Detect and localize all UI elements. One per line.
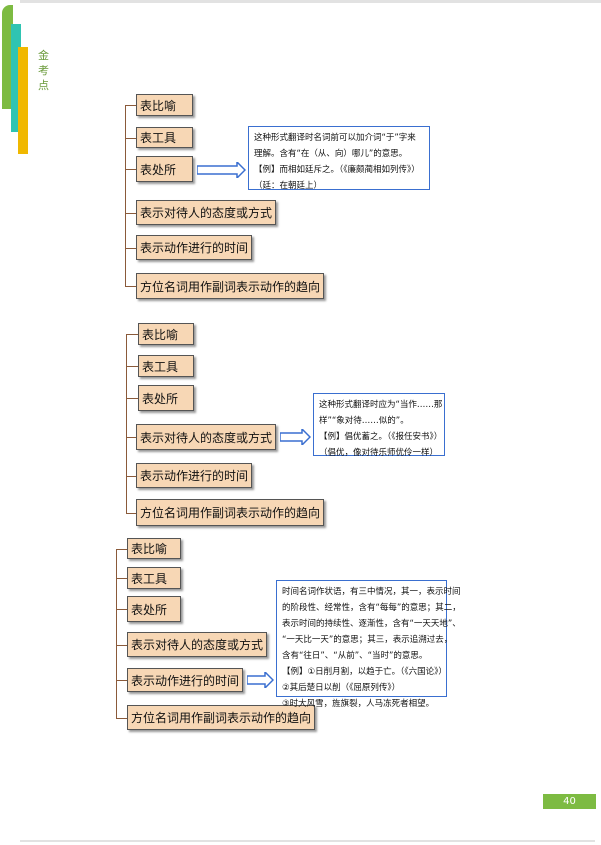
side-label: 金考点 xyxy=(38,49,49,92)
note-line: 表示时间的持续性、逐渐性，含有“一天天地”、 xyxy=(282,619,461,629)
arrow-right-icon xyxy=(280,429,311,445)
category-box: 表示动作进行的时间 xyxy=(136,235,253,260)
category-box: 方位名词用作副词表示动作的趋向 xyxy=(136,273,325,299)
note-line: ③时大风雪，旌旗裂，人马冻死者相望。 xyxy=(282,699,435,709)
tree-branch xyxy=(126,512,136,514)
arrow-shape xyxy=(197,162,246,178)
note-line: 含有“往日”、“从前”、“当时”的意思。 xyxy=(282,651,428,661)
tree-branch xyxy=(126,437,136,438)
note-line: 【例】而相如廷斥之。（《廉颇蔺相如列传》） xyxy=(254,165,420,175)
category-box: 表示对待人的态度或方式 xyxy=(136,424,277,450)
explanation-note: 时间名词作状语，有三中情况，其一，表示时间的阶段性、经常性，含有“每每”的意思；… xyxy=(276,580,461,709)
category-box: 表比喻 xyxy=(127,538,181,559)
arrow-right-icon xyxy=(197,162,246,178)
category-box: 表示对待人的态度或方式 xyxy=(127,632,268,657)
teal-bar xyxy=(11,24,21,132)
tree-trunk xyxy=(125,105,126,286)
yellow-bar xyxy=(18,47,28,154)
category-box: 表示对待人的态度或方式 xyxy=(136,200,277,225)
note-line: （廷：在朝廷上） xyxy=(254,181,323,191)
note-line: 理解。含有“在（从、向）哪儿”的意思。 xyxy=(254,149,408,159)
green-bar xyxy=(2,5,13,109)
bottom-rule xyxy=(20,840,595,842)
tree-branch xyxy=(126,334,138,335)
top-rule xyxy=(20,0,601,3)
tree-branch xyxy=(125,105,136,106)
note-line: 【例】倡优蓄之。（《报任安书》） xyxy=(319,432,443,442)
tree-branch xyxy=(116,717,127,719)
tree-branch xyxy=(126,398,138,399)
page-number: 40 xyxy=(543,794,596,809)
category-box: 方位名词用作副词表示动作的趋向 xyxy=(127,705,316,730)
category-box: 表处所 xyxy=(138,385,194,411)
tree-branch xyxy=(125,286,136,287)
tree-branch xyxy=(126,366,138,367)
arrow-shape xyxy=(247,672,274,688)
category-box: 方位名词用作副词表示动作的趋向 xyxy=(136,499,325,526)
category-box: 表工具 xyxy=(127,567,181,589)
tree-branch xyxy=(125,137,136,139)
arrow-right-icon xyxy=(247,672,274,688)
category-box: 表比喻 xyxy=(138,323,194,345)
category-box: 表处所 xyxy=(136,156,193,182)
note-line: 【例】①日削月割，以趋于亡。（《六国论》） xyxy=(282,667,447,677)
note-line: （倡优，像对待乐师优伶一样） xyxy=(319,448,439,458)
arrow-shape xyxy=(280,429,311,445)
note-line: 样”“象对待……似的”。 xyxy=(319,416,409,426)
tree-branch xyxy=(116,644,127,646)
tree-branch xyxy=(116,578,127,579)
note-line: ②其后楚日以削（《屈原列传》） xyxy=(282,683,401,693)
category-box: 表比喻 xyxy=(136,94,193,116)
tree-branch xyxy=(116,548,127,550)
tree-branch xyxy=(125,212,136,214)
note-line: 时间名词作状语，有三中情况，其一，表示时间 xyxy=(282,587,461,597)
category-box: 表工具 xyxy=(136,127,193,148)
tree-branch xyxy=(125,247,136,249)
tree-branch xyxy=(125,169,136,170)
category-box: 表处所 xyxy=(127,596,181,622)
note-line: “一天比一天”的意思；其三，表示追溯过去， xyxy=(282,635,453,645)
note-line: 这种形式翻译时名词前可以加介词“于”字来 xyxy=(254,133,416,143)
note-line: 的阶段性、经常性，含有“每每”的意思；其二， xyxy=(282,603,461,613)
category-box: 表示动作进行的时间 xyxy=(127,668,244,692)
tree-branch xyxy=(116,680,127,681)
tree-branch xyxy=(116,609,127,610)
explanation-note: 这种形式翻译时应为“当作……那样”“象对待……似的”。【例】倡优蓄之。（《报任安… xyxy=(313,393,445,458)
note-line: 这种形式翻译时应为“当作……那 xyxy=(319,400,443,410)
category-box: 表工具 xyxy=(138,355,194,377)
tree-branch xyxy=(126,475,136,477)
tree-trunk xyxy=(116,548,117,718)
explanation-note: 这种形式翻译时名词前可以加介词“于”字来理解。含有“在（从、向）哪儿”的意思。【… xyxy=(248,126,430,191)
tree-trunk xyxy=(126,334,127,513)
category-box: 表示动作进行的时间 xyxy=(136,463,253,488)
